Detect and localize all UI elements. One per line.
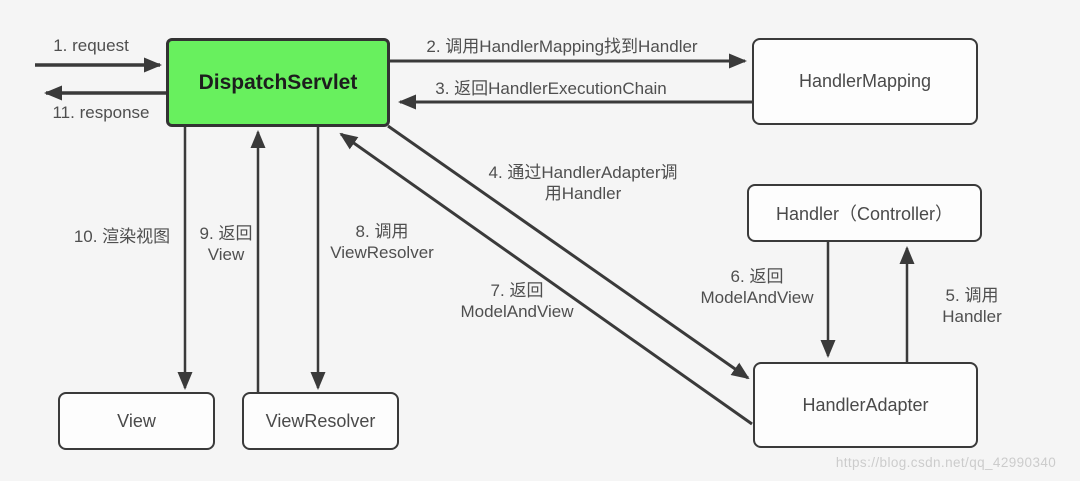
node-dispatch-servlet-label: DispatchServlet <box>198 70 358 94</box>
node-view-label: View <box>117 410 156 431</box>
node-view: View <box>58 392 215 450</box>
node-view-resolver-label: ViewResolver <box>265 410 376 431</box>
arrow-return-modelandview-to-servlet <box>339 132 753 426</box>
edge-label-return-modelandview-adapter: 6. 返回 ModelAndView <box>700 267 814 307</box>
edge-label-call-handlermapping: 2. 调用HandlerMapping找到Handler <box>426 37 698 56</box>
node-handler-mapping: HandlerMapping <box>752 38 978 125</box>
node-view-resolver: ViewResolver <box>242 392 399 450</box>
arrow-call-handleradapter <box>387 124 750 380</box>
node-handler-adapter-label: HandlerAdapter <box>802 394 929 415</box>
edge-label-call-handleradapter: 4. 通过HandlerAdapter调 用Handler <box>488 163 678 203</box>
watermark-url: https://blog.csdn.net/qq_42990340 <box>835 455 1057 470</box>
node-dispatch-servlet: DispatchServlet <box>166 38 390 127</box>
edge-label-render-view: 10. 渲染视图 <box>73 227 171 246</box>
edge-label-return-executionchain: 3. 返回HandlerExecutionChain <box>435 79 667 98</box>
node-handler-controller: Handler（Controller） <box>747 184 982 242</box>
node-handler-controller-label: Handler（Controller） <box>775 204 954 224</box>
edge-label-response: 11. response <box>52 103 150 122</box>
edge-label-return-view: 9. 返回 View <box>199 224 253 264</box>
node-handler-adapter: HandlerAdapter <box>753 362 978 448</box>
node-handler-mapping-label: HandlerMapping <box>798 71 932 91</box>
edge-label-call-handler: 5. 调用Handler <box>942 286 1002 326</box>
edge-label-request: 1. request <box>53 36 129 55</box>
edge-label-return-modelandview-servlet: 7. 返回 ModelAndView <box>460 281 574 321</box>
edge-label-call-viewresolver: 8. 调用 ViewResolver <box>330 222 434 262</box>
